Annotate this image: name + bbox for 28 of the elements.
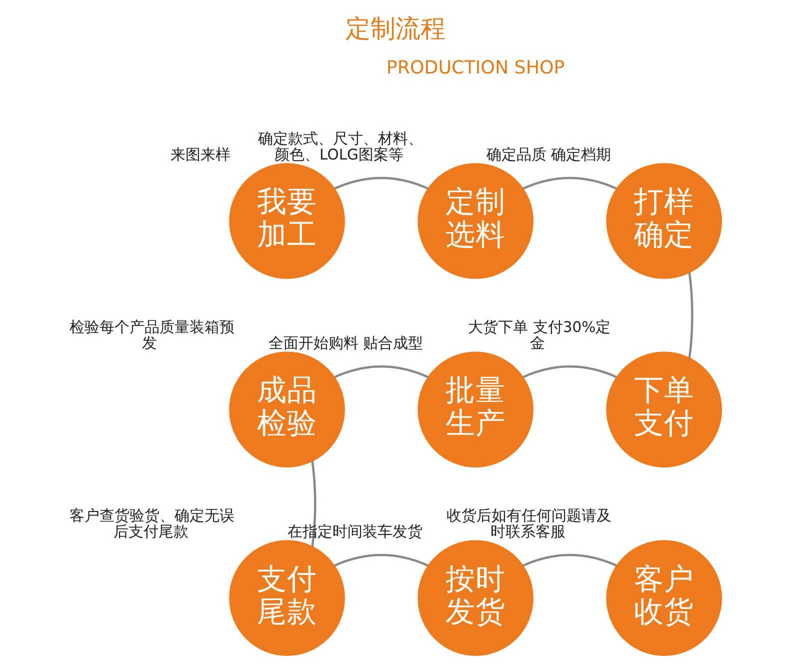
connector [522, 176, 617, 190]
connector [688, 272, 693, 358]
node-circle: 按时发货 [417, 540, 533, 656]
node-circle: 我要加工 [228, 163, 344, 279]
node-label: 全面开始购料 贴合成型 [268, 335, 422, 352]
node-circle: 批量生产 [417, 352, 533, 468]
node-circle: 打样确定 [606, 163, 722, 279]
node-label: 检验每个产品质量装箱预发 [69, 319, 234, 352]
connector [334, 176, 428, 190]
connector [522, 554, 617, 567]
node-circle: 成品检验 [228, 352, 344, 468]
node-circle: 客户收货 [606, 540, 722, 656]
node-label: 在指定时间装车发货 [287, 524, 422, 541]
connector [334, 554, 428, 567]
node-label: 确定品质 确定档期 [486, 146, 611, 164]
connector [334, 365, 428, 378]
node-circle: 定制选料 [417, 163, 533, 279]
node-circle: 支付尾款 [228, 540, 344, 656]
node-label: 大货下单 支付30%定金 [468, 319, 610, 352]
node-label: 确定款式、尺寸、材料、颜色、LOLG图案等 [258, 130, 423, 164]
label: PRODUCTION SHOP [386, 58, 564, 79]
node-circle: 下单支付 [606, 352, 722, 468]
diagram-title: 定制流程 [345, 14, 445, 44]
node-label: 来图来样 [170, 146, 230, 164]
connector [522, 365, 617, 378]
connector [310, 460, 316, 547]
node-label: 客户查货验货、确定无误后支付尾款 [69, 508, 234, 541]
node-label: 收货后如有任何问题请及时联系客服 [446, 508, 612, 541]
